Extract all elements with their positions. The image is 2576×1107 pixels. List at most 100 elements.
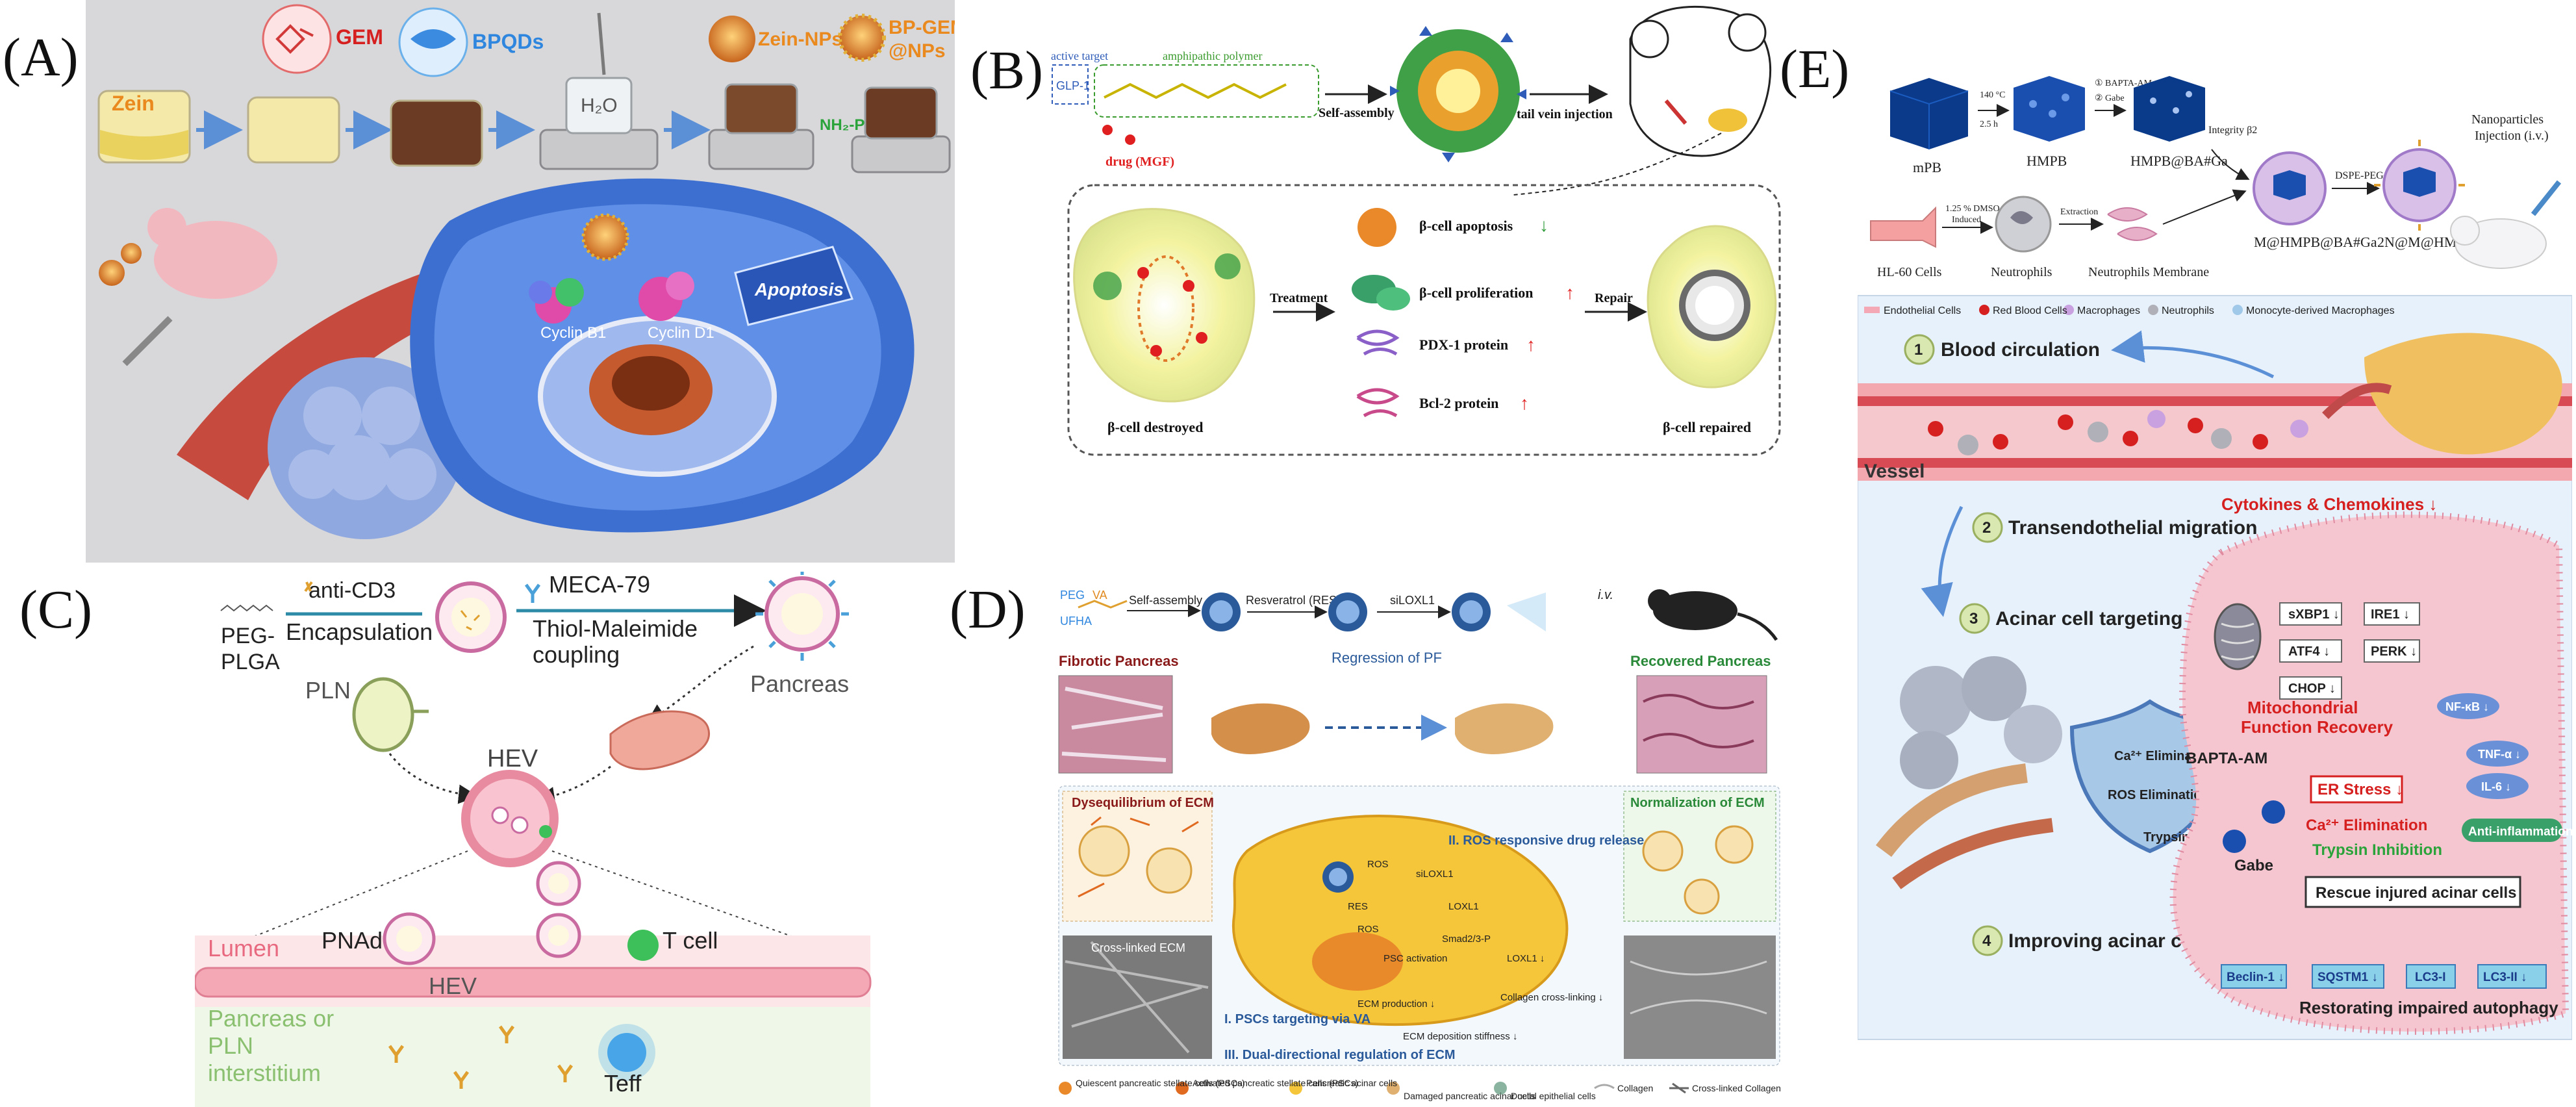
interstitium-label-1: Pancreas or: [208, 1005, 334, 1032]
micelle-d-1: [1202, 592, 1241, 631]
injection-cone: [1507, 592, 1546, 631]
panel-e: mPB 140 °C 2.5 h HMPB ① BAPTA-AM ② Gabe …: [1858, 52, 2572, 1042]
peg-plga-icon: [220, 604, 273, 612]
bapta-label: BAPTA-AM: [2186, 750, 2267, 767]
rescue-box: [2305, 876, 2521, 908]
extraction-label: Extraction: [2060, 207, 2098, 217]
legend-d-4: Ductal epithelial cells: [1511, 1091, 1596, 1101]
fibrotic-pancreas-organ: [1211, 703, 1310, 754]
cell-siloxl1: siLOXL1: [1416, 869, 1454, 880]
drug-dot-1: [1102, 125, 1113, 135]
n-hmpb-particle: [2374, 140, 2465, 231]
zein-beaker: [97, 90, 191, 164]
legend-d-6: Cross-linked Collagen: [1692, 1083, 1781, 1093]
normalization-cells: [1642, 825, 1754, 915]
legend-e-3: Neutrophils: [2162, 305, 2214, 316]
legend-d-0: Quiescent pancreatic stellate cells (PSC…: [1076, 1078, 1245, 1088]
panel-d: PEG VA UFHA Self-assembly Resveratrol (R…: [1052, 572, 1793, 1107]
pancreas-organ: [609, 710, 711, 770]
restorating-label: Restorating impaired autophagy: [2299, 998, 2558, 1017]
step-1-num: 1: [1914, 341, 1923, 359]
ros-release-label: II. ROS responsive drug release: [1448, 833, 1644, 848]
m-hmpb-particle: [2253, 151, 2327, 225]
meca-label: MECA-79: [549, 572, 650, 598]
integrity-label: Integrity β2: [2208, 125, 2257, 136]
gem-label: GEM: [336, 25, 383, 49]
effect-arrow-4: ↑: [1520, 393, 1529, 413]
active-target-label: active target: [1051, 49, 1108, 62]
membrane-pieces: [2107, 207, 2158, 241]
meca-nanoparticle: [755, 572, 849, 661]
regression-label: Regression of PF: [1332, 650, 1442, 666]
marker-sxbp1: sXBP1 ↓: [2288, 607, 2340, 622]
arrow-e3: [2211, 149, 2250, 180]
step-2-text: Transendothelial migration: [2008, 517, 2257, 539]
t-cell: [627, 930, 659, 961]
endothelium-layer: [195, 967, 872, 998]
panel-c-label: (C): [19, 579, 92, 640]
encapsulation-label: Encapsulation: [286, 618, 433, 645]
crosslinked-sem-texture: [1065, 941, 1209, 1054]
plga-nanoparticle: [435, 581, 507, 653]
effect-text-2: β-cell proliferation: [1419, 285, 1534, 301]
effect-arrow-2: ↑: [1565, 283, 1574, 303]
hmpb-ba-cube: [2134, 76, 2205, 142]
fibrotic-histology-texture: [1061, 687, 1167, 762]
anti-cd3-icon: [304, 581, 313, 592]
anti-inflam-label: Anti-inflammation: [2468, 825, 2572, 839]
legend-d-5: Collagen: [1617, 1083, 1653, 1093]
cell-ros-1: ROS: [1367, 859, 1389, 870]
dmso-label-2: Induced: [1952, 215, 1981, 225]
panel-b-label: (B): [970, 40, 1043, 101]
effects-icons: [1352, 208, 1410, 418]
legend-e-4: Monocyte-derived Macrophages: [2246, 305, 2395, 316]
nanoparticle-cluster-left: [99, 243, 142, 286]
hev-vessel: [461, 770, 559, 867]
autophagy-3: LC3-II ↓: [2483, 971, 2527, 984]
legend-e-icons: [1864, 305, 2243, 315]
step-3-text: Acinar cell targeting: [1995, 608, 2182, 630]
bound-nanoparticle: [383, 912, 436, 965]
lumen-label: Lumen: [208, 935, 279, 961]
panel-c: anti-CD3 PEG- PLGA Encapsulation MECA-79…: [195, 572, 909, 1107]
fibrotic-label: Fibrotic Pancreas: [1059, 653, 1179, 669]
zoom-line: [1513, 133, 1722, 196]
bp-gem-stirrer: [838, 14, 951, 173]
floating-nanoparticle-2: [536, 913, 581, 958]
interstitium-label-3: interstitium: [208, 1060, 321, 1086]
psc-cell: [1231, 815, 1569, 1026]
nanoparticle-on-cell: [581, 213, 629, 261]
marker-nfkb: NF-κB ↓: [2445, 700, 2489, 713]
ca-elim-label: Ca²⁺ Elimination: [2306, 817, 2427, 834]
cyclin-b1-label: Cyclin B1: [540, 324, 606, 342]
teff-cell: [598, 1024, 655, 1081]
floating-nanoparticle-1: [536, 861, 581, 906]
mito-label-1: Mitochondrial: [2247, 698, 2358, 717]
panel-a-figure: Zein GEM BPQDs H₂O Zein-NPs NH₂-PEG-: [86, 0, 955, 563]
micelle-d-cell: [1322, 861, 1354, 893]
apoptosis-cell: [734, 246, 853, 326]
panel-e-figure: mPB 140 °C 2.5 h HMPB ① BAPTA-AM ② Gabe …: [1858, 76, 2572, 1040]
cyclin-d1-label: Cyclin D1: [648, 324, 714, 342]
glp-box: [1052, 64, 1089, 105]
cell-res: RES: [1348, 901, 1368, 912]
step-1-text: Blood circulation: [1941, 339, 2100, 361]
gem-beaker: [247, 4, 340, 164]
rescue-label: Rescue injured acinar cells: [2316, 884, 2516, 902]
recovered-histology-texture: [1643, 694, 1754, 748]
autophagy-1: SQSTM1 ↓: [2317, 971, 2378, 984]
mitochondria-icon: [2214, 603, 2262, 670]
panel-d-figure: PEG VA UFHA Self-assembly Resveratrol (R…: [1058, 588, 1781, 1101]
dysequilibrium-cells: [1078, 816, 1199, 898]
micelle-nanoparticle: [1390, 26, 1526, 162]
hev-bottom-label: HEV: [429, 973, 477, 999]
panel-a: Zein GEM BPQDs H₂O Zein-NPs NH₂-PEG-: [86, 0, 955, 563]
cyclin-d1-protein: [638, 272, 694, 321]
ufha-label: UFHA: [1060, 615, 1092, 628]
destroyed-beta-cell: [1073, 208, 1256, 403]
bp-gem-label-2: @NPs: [889, 40, 946, 62]
panel-c-figure: anti-CD3 PEG- PLGA Encapsulation MECA-79…: [195, 572, 872, 1107]
effect-arrow-1: ↓: [1539, 215, 1548, 235]
recovered-histology: [1636, 675, 1767, 774]
effect-arrow-3: ↑: [1526, 335, 1535, 355]
